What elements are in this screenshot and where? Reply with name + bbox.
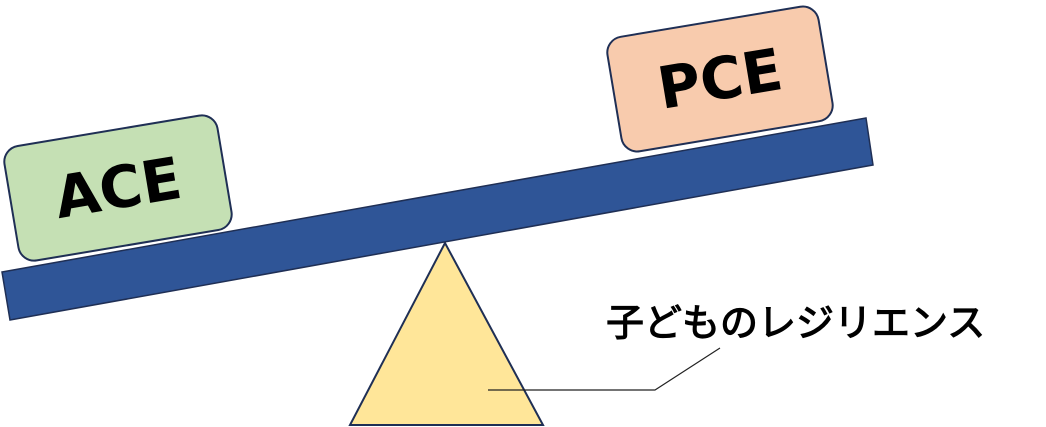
resilience-label: 子どものレジリエンス <box>606 301 985 345</box>
pce-box: PCE <box>606 5 834 153</box>
seesaw-beam <box>1 117 874 321</box>
ace-box: ACE <box>3 114 233 262</box>
callout-line <box>488 347 721 391</box>
fulcrum-triangle <box>348 240 545 426</box>
